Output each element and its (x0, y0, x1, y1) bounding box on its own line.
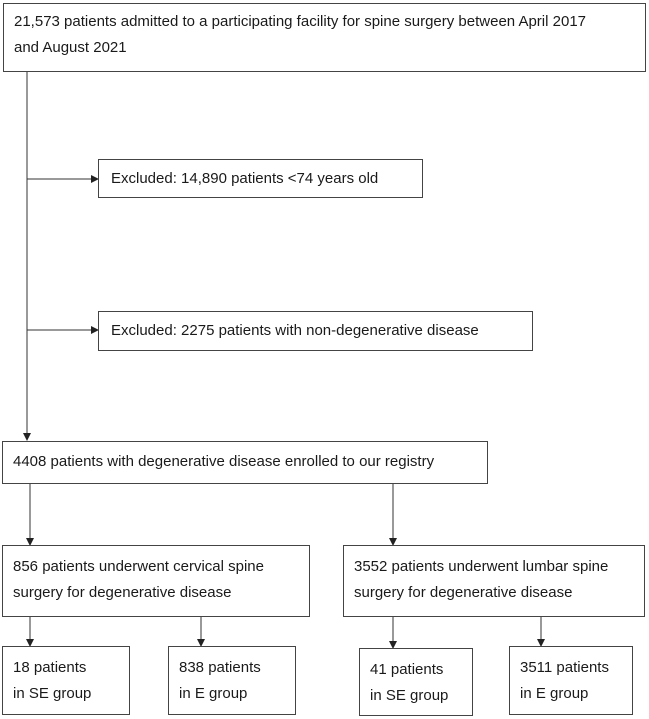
cervical-se-line2: in SE group (13, 685, 92, 702)
lumbar-e-line2: in E group (520, 685, 589, 702)
cervical-e-line1: 838 patients (179, 659, 261, 676)
lumbar-se-box: 41 patients in SE group (359, 648, 473, 716)
excluded-age-box: Excluded: 14,890 patients <74 years old (98, 159, 423, 198)
enrolled-text: 4408 patients with degenerative disease … (13, 453, 435, 470)
lumbar-line2: surgery for degenerative disease (354, 584, 573, 601)
lumbar-e-line1: 3511 patients (520, 659, 609, 676)
lumbar-se-line2: in SE group (370, 687, 449, 704)
cervical-line1: 856 patients underwent cervical spine (13, 558, 264, 575)
total-patients-line2: and August 2021 (14, 39, 127, 56)
lumbar-line1: 3552 patients underwent lumbar spine (354, 558, 609, 575)
excluded-age-text: Excluded: 14,890 patients <74 years old (111, 170, 379, 187)
lumbar-box: 3552 patients underwent lumbar spine sur… (343, 545, 645, 617)
cervical-e-line2: in E group (179, 685, 248, 702)
excluded-disease-text: Excluded: 2275 patients with non-degener… (111, 322, 479, 339)
cervical-e-box: 838 patients in E group (168, 646, 296, 715)
cervical-line2: surgery for degenerative disease (13, 584, 232, 601)
total-patients-line1: 21,573 patients admitted to a participat… (14, 13, 587, 30)
total-patients-box: 21,573 patients admitted to a participat… (3, 3, 646, 72)
lumbar-se-line1: 41 patients (370, 661, 444, 678)
cervical-se-box: 18 patients in SE group (2, 646, 130, 715)
enrolled-box: 4408 patients with degenerative disease … (2, 441, 488, 484)
cervical-se-line1: 18 patients (13, 659, 87, 676)
excluded-disease-box: Excluded: 2275 patients with non-degener… (98, 311, 533, 351)
cervical-box: 856 patients underwent cervical spine su… (2, 545, 310, 617)
lumbar-e-box: 3511 patients in E group (509, 646, 633, 715)
